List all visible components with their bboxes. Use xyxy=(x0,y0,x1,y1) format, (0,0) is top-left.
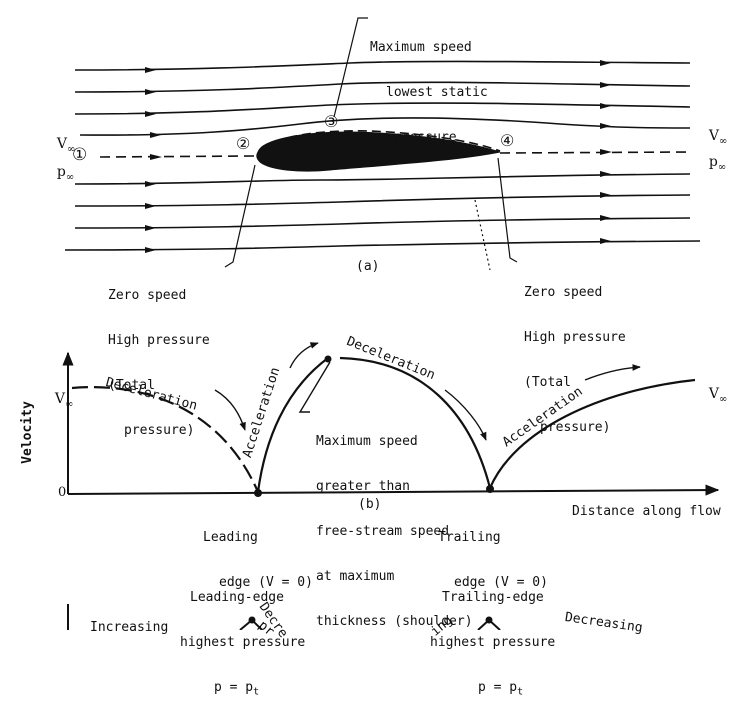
trailing-pressure-point xyxy=(485,616,493,624)
v-inf-left-a: V∞ xyxy=(48,122,75,157)
max-speed-label: Maximum speed lowest static pressure xyxy=(370,10,488,160)
p-inf-right-a: p∞ xyxy=(700,140,726,175)
leading-label-line-2: High pressure xyxy=(108,333,210,348)
leading-pressure-line-3: p = pt xyxy=(190,680,305,700)
trailing-pressure-line-3: p = pt xyxy=(442,680,555,700)
v-inf-right-b: V∞ xyxy=(700,372,727,407)
point-1-label: ① xyxy=(72,145,88,165)
trailing-pressure-line-1: Trailing-edge xyxy=(442,590,544,605)
inf-subscript: ∞ xyxy=(67,143,76,155)
trailing-edge-line-2: edge (V = 0) xyxy=(454,575,548,590)
shoulder-point xyxy=(324,355,332,363)
trailing-label-line-3: (Total xyxy=(524,375,571,390)
shoulder-line-3: free-stream speed xyxy=(316,524,450,539)
t-subscript: t xyxy=(517,686,524,698)
point-2-label: ② xyxy=(236,134,251,153)
leading-edge-pressure-label: Leading-edge highest pressure p = pt xyxy=(180,560,305,715)
trailing-zero-speed-label: Zero speed High pressure (Total pressure… xyxy=(524,255,626,450)
leading-edge-line-1: Leading xyxy=(203,530,258,545)
shoulder-label: Maximum speed greater than free-stream s… xyxy=(316,404,473,644)
shoulder-line-2: greater than xyxy=(316,479,410,494)
leading-pressure-line-2: highest pressure xyxy=(180,635,306,650)
trailing-pressure-eq: p = p xyxy=(478,680,518,695)
leading-label-line-4: pressure) xyxy=(124,423,195,438)
streamline-4 xyxy=(79,117,691,136)
velocity-axes xyxy=(62,351,720,496)
decel-curve-1 xyxy=(71,386,260,493)
inf-subscript: ∞ xyxy=(65,398,74,410)
inf-subscript: ∞ xyxy=(719,135,728,147)
stagnation-arrow-left xyxy=(150,154,162,160)
streamline-6 xyxy=(74,194,691,207)
streamline-arrows xyxy=(145,60,611,253)
leader-lines-a xyxy=(224,17,518,271)
v-inf-right-b-letter: V xyxy=(708,386,720,402)
leading-zero-speed-label: Zero speed High pressure (Total pressure… xyxy=(108,258,210,453)
leading-edge-line-2: edge (V = 0) xyxy=(219,575,313,590)
decel-curve-2 xyxy=(339,356,492,489)
caption-b: (b) xyxy=(358,497,382,512)
shoulder-line-4: at maximum xyxy=(316,569,395,584)
leading-pressure-line-1: Leading-edge xyxy=(190,590,284,605)
inf-subscript: ∞ xyxy=(717,161,727,173)
trailing-pressure-line-2: highest pressure xyxy=(430,635,556,650)
trailing-edge-pressure-label: Trailing-edge highest pressure p = pt xyxy=(430,560,555,715)
v-inf-left-b: V∞ xyxy=(46,377,73,412)
streamline-8 xyxy=(64,240,701,251)
increasing-label: Increasing xyxy=(90,620,169,635)
zero-label: 0 xyxy=(58,485,67,500)
streamline-5 xyxy=(74,173,691,185)
leading-label-line-3: (Total xyxy=(108,378,155,393)
shoulder-line-1: Maximum speed xyxy=(316,434,418,449)
leading-pressure-eq: p = p xyxy=(214,680,254,695)
max-speed-line-2: lowest static xyxy=(386,85,488,100)
v-inf-right-a-letter: V xyxy=(708,128,720,144)
point-3-label: ③ xyxy=(324,112,339,131)
v-inf-left-b-letter: V xyxy=(54,391,66,407)
v-inf-right-a: V∞ xyxy=(700,114,727,149)
x-axis-label: Distance along flow xyxy=(572,504,721,519)
leading-edge-label: Leading edge (V = 0) xyxy=(203,500,313,605)
accel-curve-2 xyxy=(488,378,696,489)
airflow-diagram xyxy=(62,17,720,630)
direction-arrows-b xyxy=(214,342,641,441)
trailing-label-line-2: High pressure xyxy=(524,330,626,345)
stagnation-arrow-right xyxy=(600,149,612,155)
streamline-2 xyxy=(74,81,691,93)
trailing-edge-label: Trailing edge (V = 0) xyxy=(438,500,548,605)
inf-subscript: ∞ xyxy=(719,393,728,405)
leading-edge-point xyxy=(254,489,262,497)
trailing-label-line-1: Zero speed xyxy=(524,285,603,300)
streamline-7 xyxy=(74,217,691,229)
trailing-label-line-4: pressure) xyxy=(540,420,611,435)
p-inf-right-a-letter: p xyxy=(708,154,718,170)
velocity-axis-label: Velocity xyxy=(19,401,35,464)
point-4-label: ④ xyxy=(500,131,515,150)
streamline-1 xyxy=(74,60,691,71)
max-speed-line-1: Maximum speed xyxy=(370,40,472,55)
trailing-edge-line-1: Trailing xyxy=(438,530,501,545)
inf-subscript: ∞ xyxy=(65,171,75,183)
caption-a: (a) xyxy=(356,259,380,274)
velocity-curves xyxy=(71,356,696,493)
leading-label-line-1: Zero speed xyxy=(108,288,187,303)
airfoil xyxy=(256,131,501,172)
max-speed-line-3: pressure xyxy=(394,130,457,145)
v-inf-left-a-letter: V xyxy=(56,136,68,152)
trailing-edge-point xyxy=(486,485,494,493)
shoulder-line-5: thickness (shoulder) xyxy=(316,614,473,629)
t-subscript: t xyxy=(253,686,260,698)
p-inf-left-a: p∞ xyxy=(48,150,74,185)
p-inf-left-a-letter: p xyxy=(56,164,66,180)
x-axis xyxy=(67,484,720,496)
leading-pressure-point xyxy=(248,616,256,624)
accel-curve-1 xyxy=(256,357,329,493)
